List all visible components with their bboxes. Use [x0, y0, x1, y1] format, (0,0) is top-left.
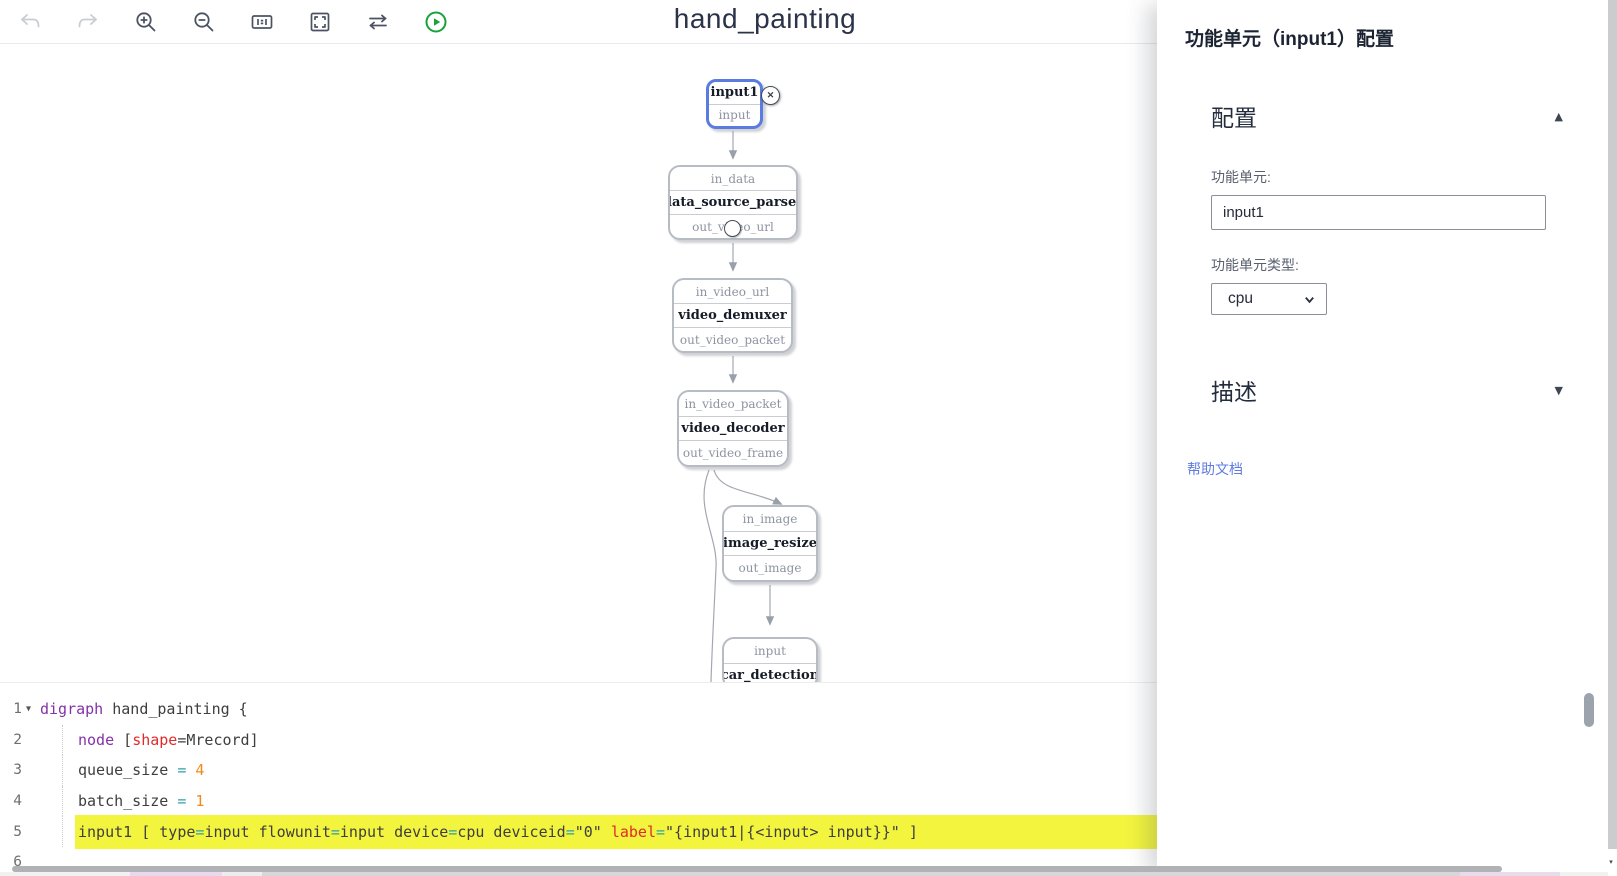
line-text: digraph hand_painting { — [40, 700, 248, 719]
editor-line-3[interactable]: 3 queue_size = 4 — [0, 755, 1617, 786]
redo-button[interactable] — [76, 10, 100, 34]
line-number: 6 — [13, 854, 22, 871]
node-port-label: in_video_url — [695, 284, 770, 299]
edge-decoder-resize — [713, 469, 783, 505]
section-description-label: 描述 — [1211, 379, 1257, 405]
indent-guide — [62, 816, 63, 847]
indent-guide — [62, 785, 63, 817]
section-config-label: 配置 — [1211, 105, 1257, 131]
zoom-out-button[interactable] — [192, 10, 216, 34]
run-icon — [425, 11, 447, 32]
editor-line-1[interactable]: 1 ▾ digraph hand_painting { — [0, 694, 1617, 725]
horizontal-scrollbar-track — [0, 872, 1608, 876]
zoom-in-icon — [136, 11, 156, 31]
node-name-label: input1 — [710, 85, 759, 101]
graph-edges — [703, 131, 783, 682]
line-text: input1 [ type=input flowunit=input devic… — [78, 822, 918, 841]
line-number: 1 — [13, 701, 22, 718]
section-config-header[interactable]: 配置 ▲ — [1211, 99, 1563, 133]
graph-canvas[interactable]: input1input✕in_datadata_source_parserout… — [0, 0, 1130, 682]
edge-decoder-long — [703, 469, 717, 682]
scrollbar-down-arrow[interactable]: ▾ — [1605, 849, 1617, 876]
flowunit-type-value: cpu — [1228, 290, 1253, 307]
node-name-label: video_demuxer — [674, 303, 791, 327]
node-record-icon — [251, 14, 273, 29]
editor-line-6[interactable]: 6 — [0, 847, 1617, 876]
panel-scrollbar-thumb[interactable] — [1584, 693, 1594, 727]
port-connector[interactable] — [724, 220, 741, 237]
run-button[interactable] — [424, 10, 448, 34]
graph-node-input1[interactable]: input1 input — [706, 79, 763, 129]
zoom-out-icon — [194, 11, 214, 31]
node-record-button[interactable] — [250, 10, 274, 34]
remove-node-button[interactable]: ✕ — [761, 86, 780, 105]
chevron-down-icon — [1305, 296, 1314, 303]
page-vertical-scrollbar[interactable] — [1608, 0, 1617, 849]
node-name-label: image_resize — [724, 530, 816, 556]
editor-line-2[interactable]: 2 node [shape=Mrecord] — [0, 724, 1617, 756]
section-description-header[interactable]: 描述 ▼ — [1211, 373, 1563, 407]
collapse-up-icon[interactable]: ▲ — [1554, 109, 1563, 123]
flowunit-name-label: 功能单元: — [1211, 169, 1271, 185]
line-number: 2 — [13, 731, 22, 748]
page-title: hand_painting — [673, 3, 857, 34]
node-port-label: out_video_packet — [674, 327, 791, 351]
flowunit-name-input[interactable] — [1211, 195, 1546, 230]
indent-guide — [62, 724, 63, 756]
node-port-label: input — [754, 643, 786, 658]
undo-button[interactable] — [18, 10, 42, 34]
undo-icon — [21, 13, 40, 27]
node-port-label: in_video_packet — [684, 396, 782, 411]
fold-caret-icon[interactable]: ▾ — [26, 703, 32, 715]
node-port-label: out_image — [724, 555, 816, 580]
node-port-label: in_data — [710, 171, 756, 186]
line-text: node [shape=Mrecord] — [78, 730, 259, 749]
config-panel: 功能单元（input1）配置 配置 ▲ 功能单元: 功能单元类型: cpu 描述… — [1157, 0, 1617, 876]
editor-line-4[interactable]: 4 batch_size = 1 — [0, 785, 1617, 817]
line-number: 5 — [13, 823, 22, 840]
zoom-in-button[interactable] — [134, 10, 158, 34]
fit-screen-button[interactable] — [308, 10, 332, 34]
indent-guide — [62, 755, 63, 786]
redo-icon — [78, 13, 97, 27]
horizontal-scrollbar-thumb[interactable] — [12, 866, 1502, 872]
swap-direction-icon — [369, 14, 387, 29]
line-number: 3 — [13, 762, 22, 779]
line-text: batch_size = 1 — [78, 792, 205, 811]
line-number: 4 — [13, 793, 22, 810]
flowunit-type-label: 功能单元类型: — [1211, 257, 1299, 273]
node-name-label: data_source_parser — [670, 190, 796, 214]
swap-direction-button[interactable] — [366, 10, 390, 34]
collapse-down-icon[interactable]: ▼ — [1554, 383, 1563, 397]
fit-screen-icon — [310, 12, 330, 31]
node-port-label: input — [709, 103, 760, 127]
node-name-label: video_decoder — [679, 415, 787, 441]
help-doc-link[interactable]: 帮助文档 — [1187, 461, 1243, 477]
line-text: queue_size = 4 — [78, 761, 205, 780]
node-name-label: car_detection — [724, 662, 816, 682]
graph-node-car_detection[interactable]: input car_detection — [722, 637, 818, 682]
flowunit-type-select[interactable]: cpu — [1211, 283, 1327, 315]
node-port-label: in_image — [742, 511, 798, 526]
panel-title: 功能单元（input1）配置 — [1185, 29, 1394, 50]
node-port-label: out_video_frame — [679, 440, 787, 465]
